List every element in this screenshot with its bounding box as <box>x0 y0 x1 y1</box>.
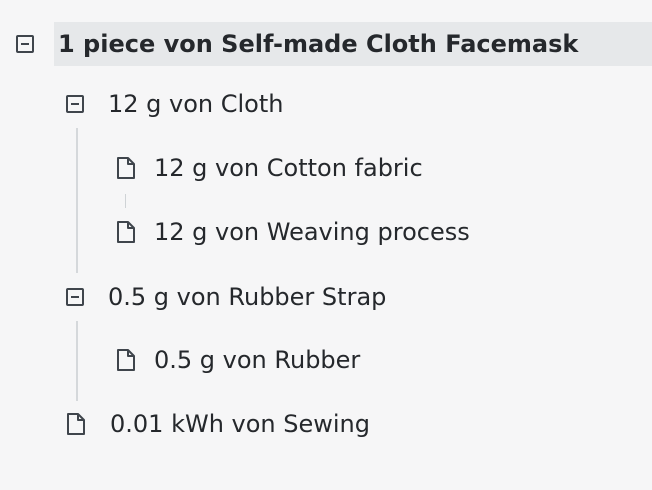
document-icon <box>117 157 135 179</box>
tree-item-cotton-fabric[interactable]: 12 g von Cotton fabric <box>116 150 423 186</box>
selected-row-highlight <box>54 22 652 66</box>
document-icon <box>117 349 135 371</box>
tree-connector-cloth <box>76 128 78 273</box>
tree-item-cloth[interactable]: 12 g von Cloth <box>66 86 284 122</box>
rubber-strap-label: 0.5 g von Rubber Strap <box>108 283 387 311</box>
cloth-label: 12 g von Cloth <box>108 90 284 118</box>
cotton-fabric-label: 12 g von Cotton fabric <box>154 154 423 182</box>
tree-connector-cotton-weaving <box>125 194 126 208</box>
tree-connector-rubber-strap <box>76 321 78 401</box>
collapse-root-icon[interactable] <box>16 35 34 53</box>
tree-item-sewing[interactable]: 0.01 kWh von Sewing <box>66 406 370 442</box>
tree-item-rubber[interactable]: 0.5 g von Rubber <box>116 342 360 378</box>
tree-item-weaving-process[interactable]: 12 g von Weaving process <box>116 214 470 250</box>
sewing-label: 0.01 kWh von Sewing <box>110 410 371 438</box>
document-icon <box>117 221 135 243</box>
tree-root-row[interactable]: 1 piece von Self-made Cloth Facemask <box>16 22 652 66</box>
root-label: 1 piece von Self-made Cloth Facemask <box>58 30 579 58</box>
collapse-rubber-strap-icon[interactable] <box>66 288 84 306</box>
rubber-label: 0.5 g von Rubber <box>154 346 361 374</box>
document-icon <box>67 413 85 435</box>
tree-item-rubber-strap[interactable]: 0.5 g von Rubber Strap <box>66 279 386 315</box>
collapse-cloth-icon[interactable] <box>66 95 84 113</box>
weaving-process-label: 12 g von Weaving process <box>154 218 470 246</box>
